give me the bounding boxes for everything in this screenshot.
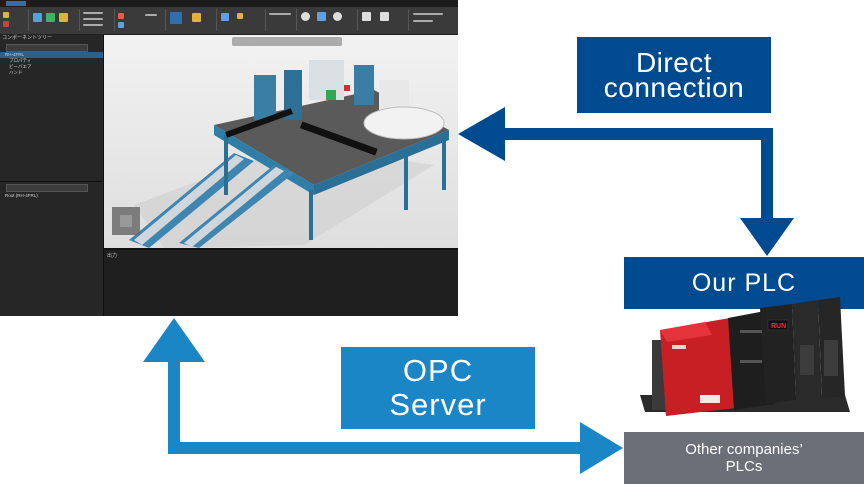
import-icon[interactable] [221, 13, 229, 21]
model-icon[interactable] [192, 13, 201, 22]
ribbon-group [266, 9, 297, 31]
other-companies-plcs-box: Other companies’ PLCs [624, 432, 864, 484]
simulation-software-screenshot: コンポーネントツリー RH-4FRL プロパティ ビーバエア ハンド Root … [0, 0, 458, 316]
frame-option-icon[interactable] [269, 13, 291, 15]
active-ribbon-tab[interactable] [6, 1, 26, 6]
tree-item[interactable]: RH-4FRL [5, 52, 25, 57]
ribbon-group [409, 9, 458, 31]
paste-icon[interactable] [3, 12, 9, 18]
ribbon-group [297, 9, 358, 31]
opc-server-line1: OPC [402, 353, 474, 388]
gear-icon[interactable] [333, 12, 342, 21]
ribbon-group [217, 9, 266, 31]
ribbon-group [358, 9, 409, 31]
workstation-icon[interactable] [380, 12, 389, 21]
select-icon[interactable] [33, 13, 42, 22]
ribbon-toolbar [0, 7, 458, 35]
other-plcs-line1: Other companies’ [685, 441, 803, 458]
direct-connection-box: Direct connection [577, 37, 771, 113]
ribbon-group [80, 9, 115, 31]
lower-search-input[interactable] [6, 184, 88, 192]
opc-server-arrow [143, 318, 623, 474]
factory-line-3d-model [112, 37, 449, 248]
panel-divider [0, 181, 103, 182]
ribbon-group [166, 9, 217, 31]
tree-item[interactable]: ハンド [9, 70, 23, 75]
window-option-icon[interactable] [413, 20, 433, 22]
our-plc-box: Our PLC [624, 257, 864, 309]
snap-option-icon[interactable] [83, 24, 103, 26]
3d-viewport[interactable] [104, 35, 458, 248]
ribbon-group [29, 9, 80, 31]
layout-icon[interactable] [118, 22, 124, 28]
snap-option-icon[interactable] [83, 12, 103, 14]
window-option-icon[interactable] [413, 13, 443, 15]
output-label: 出力 [107, 253, 118, 259]
direct-connection-line2: connection [603, 72, 745, 103]
output-panel: 出力 [104, 248, 458, 316]
snap-option-icon[interactable] [83, 18, 103, 20]
delete-icon[interactable] [3, 21, 9, 27]
tools-icon[interactable] [301, 12, 310, 21]
program-icon[interactable] [362, 12, 371, 21]
move-icon[interactable] [46, 13, 55, 22]
tree-item[interactable]: Root (RH-4FRL) [5, 193, 38, 198]
ribbon-group [0, 9, 29, 31]
ribbon-tab-bar [0, 0, 458, 7]
opc-server-box: OPC Server [341, 347, 535, 429]
tree-item[interactable]: ビーバエア [9, 64, 32, 69]
opc-server-line2: Server [389, 387, 487, 422]
tree-item[interactable]: プロパティ [9, 58, 32, 63]
cross-icon[interactable] [317, 12, 326, 21]
left-panel: コンポーネントツリー RH-4FRL プロパティ ビーバエア ハンド Root … [0, 35, 104, 316]
other-plcs-line2: PLCs [725, 458, 763, 475]
export-icon[interactable] [237, 13, 243, 19]
direct-connection-line1: Direct [635, 47, 713, 78]
measure-icon[interactable] [118, 13, 124, 19]
selected-tree-row[interactable] [0, 52, 103, 58]
ribbon-group [115, 9, 166, 31]
direct-connection-arrow [458, 107, 794, 256]
pivot-icon[interactable] [59, 13, 68, 22]
tree-search-input[interactable] [6, 44, 88, 52]
panel-title: コンポーネントツリー [2, 35, 53, 41]
interface-option-icon[interactable] [145, 14, 157, 16]
component-icon[interactable] [170, 12, 182, 24]
